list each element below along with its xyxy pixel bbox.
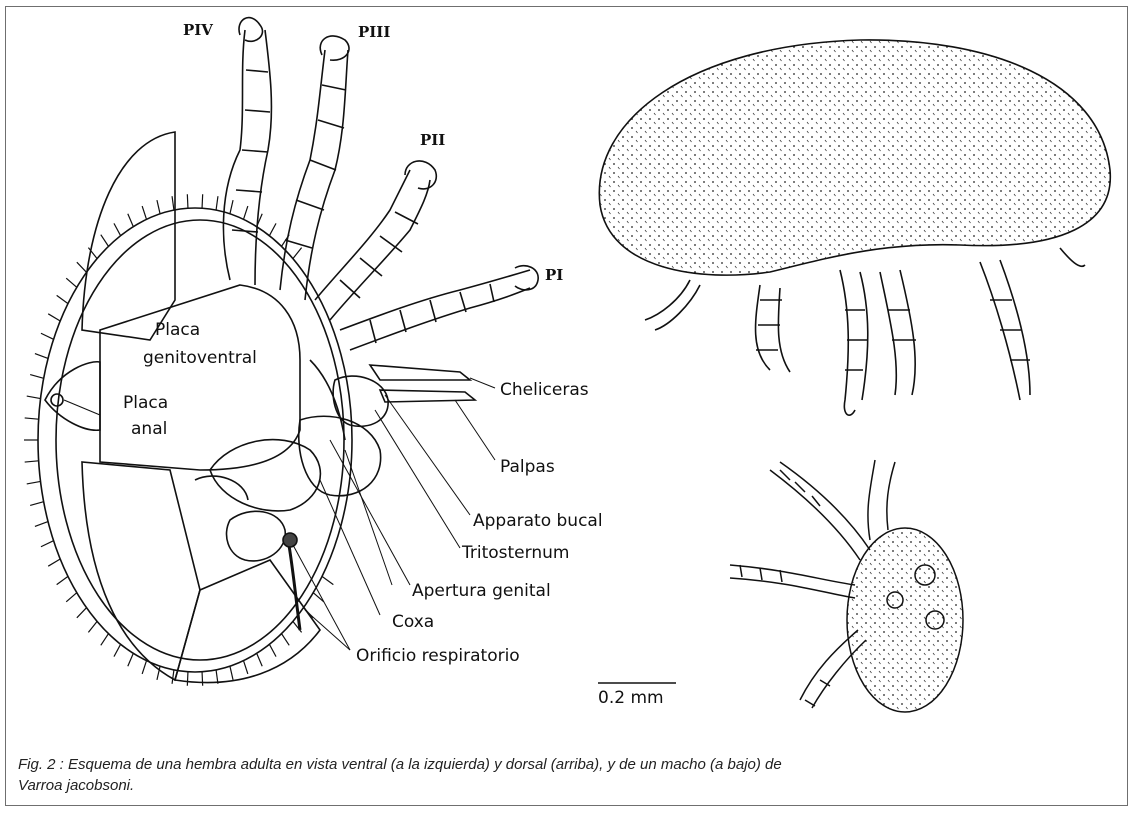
male-leg-4 (868, 460, 895, 540)
lower-plate (82, 462, 200, 680)
caption-line-1: Fig. 2 : Esquema de una hembra adulta en… (18, 754, 1118, 775)
label-placa-anal-2: anal (131, 419, 167, 439)
male-leg-1 (770, 462, 870, 560)
male-body (847, 528, 963, 712)
palps (380, 390, 475, 402)
label-coxa: Coxa (392, 612, 434, 632)
dorsal-shield (599, 40, 1110, 275)
label-placa-genitoventral-2: genitoventral (143, 348, 257, 368)
leg-label-pi: PI (545, 266, 563, 284)
label-apparato-bucal: Apparato bucal (473, 511, 603, 531)
label-cheliceras: Cheliceras (500, 380, 589, 400)
anus-mark (51, 394, 63, 406)
label-palpas: Palpas (500, 457, 555, 477)
leg-label-pii: PII (420, 131, 445, 149)
figure-caption: Fig. 2 : Esquema de una hembra adulta en… (18, 754, 1118, 796)
male-leg-2 (730, 565, 855, 598)
tritosternum-line (310, 360, 345, 440)
leg-iii (280, 36, 349, 300)
peritreme (288, 540, 300, 630)
caption-line-2: Varroa jacobsoni. (18, 775, 1118, 796)
leg-label-piii: PIII (358, 23, 390, 41)
male-view (730, 460, 963, 712)
label-tritosternum: Tritosternum (461, 543, 569, 563)
leg-i (340, 266, 538, 350)
upper-plate (82, 132, 175, 340)
label-placa-genitoventral-1: Placa (155, 320, 200, 340)
scale-bar-label: 0.2 mm (598, 688, 664, 708)
body-setae (24, 194, 333, 686)
body-outline (38, 208, 352, 672)
leg-iv (223, 18, 271, 285)
label-apertura-genital: Apertura genital (412, 581, 551, 601)
label-placa-anal-1: Placa (123, 393, 168, 413)
genitoventral-plate (100, 285, 300, 470)
leader-lines (293, 378, 495, 650)
leg-label-piv: PIV (183, 21, 213, 39)
dorsal-female-view (599, 40, 1110, 415)
label-orificio-respiratorio: Orificio respiratorio (356, 646, 520, 666)
leg-ii (315, 161, 436, 320)
chelicerae (370, 365, 470, 380)
